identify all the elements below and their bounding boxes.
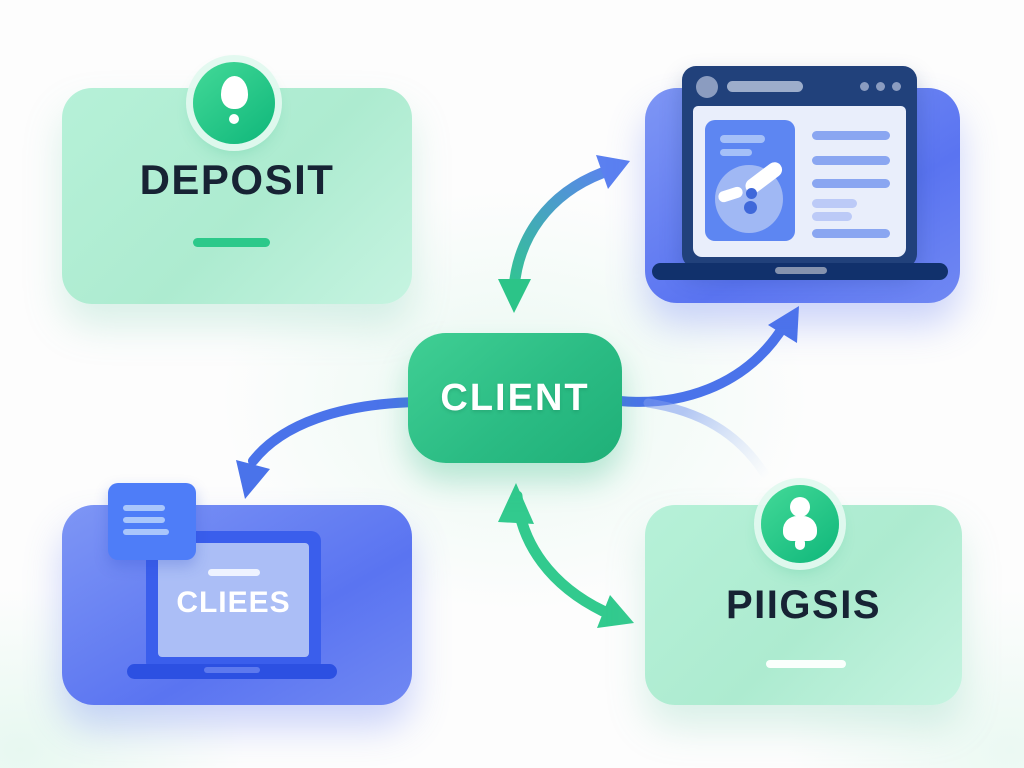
node-client: CLIENT — [408, 333, 622, 463]
deposit-underline — [193, 238, 270, 247]
browser-avatar-circle — [696, 76, 718, 98]
person-icon — [761, 485, 839, 563]
document-line — [123, 529, 169, 535]
text-line-bar — [812, 212, 852, 221]
text-line-bar — [812, 156, 890, 165]
text-line-bar — [812, 179, 890, 188]
browser-menu-dot — [860, 82, 869, 91]
laptop-screen-bezel: CLIEES — [146, 531, 321, 672]
document-icon — [108, 483, 196, 560]
lightbulb-glass — [221, 76, 248, 109]
browser-menu-dot — [892, 82, 901, 91]
edge-client-clients — [236, 397, 421, 499]
laptop-notch — [204, 667, 260, 673]
browser-address-bar — [727, 81, 803, 92]
node-deposit-label: DEPOSIT — [139, 156, 335, 203]
person-head — [790, 497, 810, 517]
node-clients-label: CLIEES — [176, 586, 291, 619]
text-line-bar — [812, 199, 857, 208]
pie-dot — [746, 188, 757, 199]
pie-dot — [744, 201, 757, 214]
screen-dash — [207, 569, 260, 576]
analytics-panel — [705, 120, 795, 241]
text-line-bar — [812, 229, 890, 238]
lightbulb-icon — [193, 62, 275, 144]
person-body — [783, 516, 817, 541]
laptop-base — [127, 664, 337, 679]
node-client-label: CLIENT — [440, 376, 590, 419]
pie-chart-icon — [715, 159, 786, 233]
person-stem — [795, 540, 805, 550]
edge-client-piigsis-double — [498, 483, 634, 628]
edge-client-analytics-double — [498, 155, 630, 313]
node-piigsis: PIIGSIS — [645, 505, 962, 705]
browser-window-illustration — [682, 66, 917, 268]
document-line — [123, 517, 165, 523]
laptop-base — [652, 263, 948, 280]
laptop-notch — [775, 267, 827, 274]
document-line — [123, 505, 165, 511]
panel-text-bar — [720, 149, 752, 156]
lightbulb-dot — [229, 114, 239, 124]
laptop-screen: CLIEES — [158, 543, 309, 657]
panel-text-bar — [720, 135, 765, 143]
browser-page — [693, 106, 906, 257]
pie-marker-small — [716, 185, 745, 204]
text-line-bar — [812, 131, 890, 140]
node-piigsis-label: PIIGSIS — [726, 583, 881, 627]
browser-menu-dot — [876, 82, 885, 91]
edge-client-analytics-up — [615, 306, 799, 478]
piigsis-underline — [766, 660, 846, 668]
